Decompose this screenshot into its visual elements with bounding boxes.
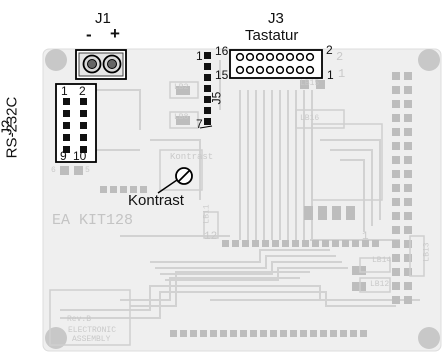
board-mark: 1 bbox=[362, 231, 369, 243]
contrast-callout-label: Kontrast bbox=[128, 192, 184, 209]
j2-pin9: 9 bbox=[60, 149, 67, 163]
j3-pin2: 2 bbox=[326, 43, 333, 57]
pcb-pads bbox=[60, 72, 412, 337]
j3-header bbox=[229, 49, 323, 79]
j1-connector bbox=[75, 49, 127, 80]
lb-label: LB15 bbox=[300, 79, 320, 88]
pcb-traces bbox=[60, 60, 420, 319]
maker-line2-silk: ASSEMBLY bbox=[72, 335, 111, 344]
j3-label: J3 bbox=[268, 10, 284, 27]
contrast-potentiometer bbox=[175, 167, 193, 185]
j5-pin7: 7 bbox=[196, 117, 203, 131]
maker-line1-silk: ELECTRONIC bbox=[68, 326, 117, 335]
board-mark: 6 bbox=[51, 166, 56, 175]
j3-subtitle: Tastatur bbox=[245, 27, 299, 44]
lb-label: LB11 bbox=[202, 204, 212, 224]
j1-label: J1 bbox=[95, 10, 111, 27]
j2-pin2: 2 bbox=[79, 84, 86, 98]
j3-pin15: 15 bbox=[215, 68, 229, 82]
board-mark: 5 bbox=[85, 166, 90, 175]
lb-label: LB12 bbox=[370, 280, 390, 289]
lb-label: LB2 bbox=[174, 83, 189, 92]
j2-pin1: 1 bbox=[61, 84, 68, 98]
lb-label: LB13 bbox=[422, 242, 432, 262]
j2-header bbox=[55, 83, 97, 163]
board-mark: 1 bbox=[338, 67, 346, 81]
lb-label: LB8 bbox=[174, 113, 189, 122]
board-mark: 2 bbox=[336, 50, 344, 64]
j1-minus-label: - bbox=[86, 25, 92, 44]
j3-pin1: 1 bbox=[327, 68, 334, 82]
j5-label: J5 bbox=[209, 91, 224, 105]
j1-plus-label: + bbox=[110, 24, 120, 43]
j5-pin1: 1 bbox=[196, 49, 203, 63]
silkscreen-outlines bbox=[49, 81, 425, 346]
lb-label: LB14 bbox=[372, 256, 392, 265]
j3-pin16: 16 bbox=[215, 44, 229, 58]
j2-subtitle: RS-232C bbox=[3, 96, 21, 159]
contrast-silk-label: Kontrast bbox=[170, 152, 214, 162]
lb-label: LB16 bbox=[300, 114, 320, 123]
contrast-callout-line bbox=[157, 179, 178, 194]
j5-header bbox=[204, 52, 211, 125]
j2-pin10: 10 bbox=[73, 149, 87, 163]
board-mark: 12 bbox=[204, 231, 218, 243]
board-rev-silk: Rev.B bbox=[67, 315, 92, 324]
board-title-silk: EA KIT128 bbox=[52, 212, 134, 229]
j5-pointer bbox=[199, 125, 213, 129]
mounting-holes bbox=[45, 49, 440, 349]
